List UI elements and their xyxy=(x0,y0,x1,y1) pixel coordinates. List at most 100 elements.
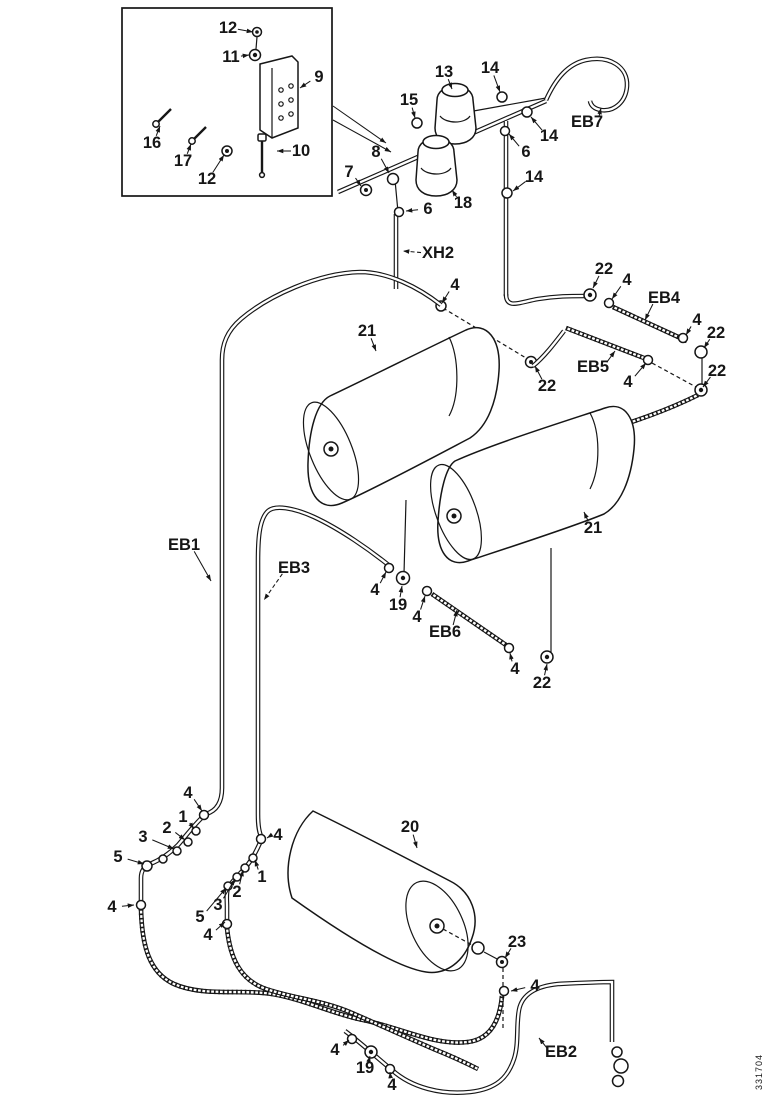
nut-11-hole xyxy=(252,52,258,58)
leader-line xyxy=(299,80,311,89)
leader-line xyxy=(212,154,225,173)
hose-eb1 xyxy=(204,270,443,816)
leader-line xyxy=(611,285,622,300)
fitting-4 xyxy=(677,332,689,344)
leader-line xyxy=(366,1055,371,1063)
callout-4: 4 xyxy=(692,311,702,329)
fitting-14 xyxy=(496,91,508,103)
callout-16: 16 xyxy=(143,134,161,152)
air-line-upper xyxy=(467,97,547,113)
valve-13-cap xyxy=(441,82,469,98)
drain-link xyxy=(483,951,500,961)
leader-line xyxy=(703,338,711,349)
callout-EB4: EB4 xyxy=(648,289,681,307)
fitting-6 xyxy=(393,206,405,218)
leader-line xyxy=(239,869,244,885)
fitting-14 xyxy=(501,187,513,199)
leader-line xyxy=(583,511,589,522)
elbow-22-hole xyxy=(544,654,550,660)
callout-4: 4 xyxy=(370,581,380,599)
leader-line xyxy=(592,275,600,289)
callout-XH2: XH2 xyxy=(422,244,454,262)
leader-line xyxy=(405,208,419,213)
fitting-eb2-end xyxy=(611,1074,625,1088)
valve-assembly-group xyxy=(338,59,627,304)
callout-4: 4 xyxy=(273,826,283,844)
callout-22: 22 xyxy=(595,260,613,278)
bolt-10-head xyxy=(257,133,267,142)
callout-4: 4 xyxy=(450,276,460,294)
leader-line xyxy=(240,53,250,59)
leader-line xyxy=(206,887,227,912)
leader-line xyxy=(237,28,254,34)
tank-21-rear-port-hole xyxy=(451,513,457,519)
callout-EB2: EB2 xyxy=(545,1043,577,1061)
tee-drop xyxy=(394,179,399,213)
leader-line xyxy=(530,116,543,131)
tank-21-front-seam xyxy=(448,336,458,417)
callout-2: 2 xyxy=(162,819,171,837)
fitting-22-hole xyxy=(529,360,533,364)
leader-line xyxy=(402,249,422,254)
leader-line xyxy=(223,878,236,899)
fitting-4 xyxy=(221,918,233,930)
callout-19: 19 xyxy=(356,1059,374,1077)
callout-4: 4 xyxy=(387,1076,397,1094)
leader-line xyxy=(174,832,186,841)
washer-12-hole xyxy=(225,149,229,153)
callout-4: 4 xyxy=(107,898,117,916)
hose-eb7 xyxy=(544,57,629,112)
leader-line xyxy=(441,291,450,304)
callout-18: 18 xyxy=(454,194,472,212)
callout-6: 6 xyxy=(423,200,432,218)
leader-line xyxy=(155,125,161,136)
leader-line xyxy=(447,79,453,90)
valve-18-cap xyxy=(422,134,450,150)
leader-line xyxy=(493,75,501,93)
tank-21-rear xyxy=(437,405,636,564)
leader-line xyxy=(452,609,458,626)
leader-line xyxy=(534,365,543,380)
fitting-4 xyxy=(383,562,395,574)
tank-20-port-hole xyxy=(434,923,440,929)
callout-4: 4 xyxy=(183,784,193,802)
leader-line xyxy=(411,107,416,119)
drain-fitting xyxy=(471,941,485,955)
callout-4: 4 xyxy=(412,608,422,626)
drop-tube-bend xyxy=(504,292,588,305)
fitting-4 xyxy=(346,1033,358,1045)
callout-9: 9 xyxy=(314,68,323,86)
leader-line xyxy=(509,652,514,662)
drain-route xyxy=(442,928,473,946)
leader-line xyxy=(188,822,195,830)
bracket-hole xyxy=(278,87,284,93)
inset-box xyxy=(121,7,333,197)
bracket-hole xyxy=(288,97,294,103)
callout-22: 22 xyxy=(707,324,725,342)
leader-line xyxy=(186,143,192,154)
stud xyxy=(255,36,258,50)
drawing-number: 331704 xyxy=(754,1054,764,1090)
leader-line xyxy=(254,859,260,870)
valve-13-seam xyxy=(439,115,471,123)
leader-line xyxy=(342,1039,350,1046)
tank-20 xyxy=(287,810,476,974)
callout-4: 4 xyxy=(510,660,520,678)
route-line xyxy=(651,362,697,388)
nut-12-top-hole xyxy=(255,30,259,34)
bracket-hole xyxy=(278,101,284,107)
callout-1: 1 xyxy=(178,808,187,826)
fitting-3 xyxy=(172,846,182,856)
leader-line xyxy=(606,350,616,363)
callout-22: 22 xyxy=(533,674,551,692)
leader-line xyxy=(597,107,602,117)
leader-line xyxy=(355,177,362,187)
callout-22: 22 xyxy=(708,362,726,380)
callout-8: 8 xyxy=(371,143,380,161)
fitting-4 xyxy=(135,899,147,911)
callout-7: 7 xyxy=(344,163,353,181)
callout-20: 20 xyxy=(401,818,419,836)
